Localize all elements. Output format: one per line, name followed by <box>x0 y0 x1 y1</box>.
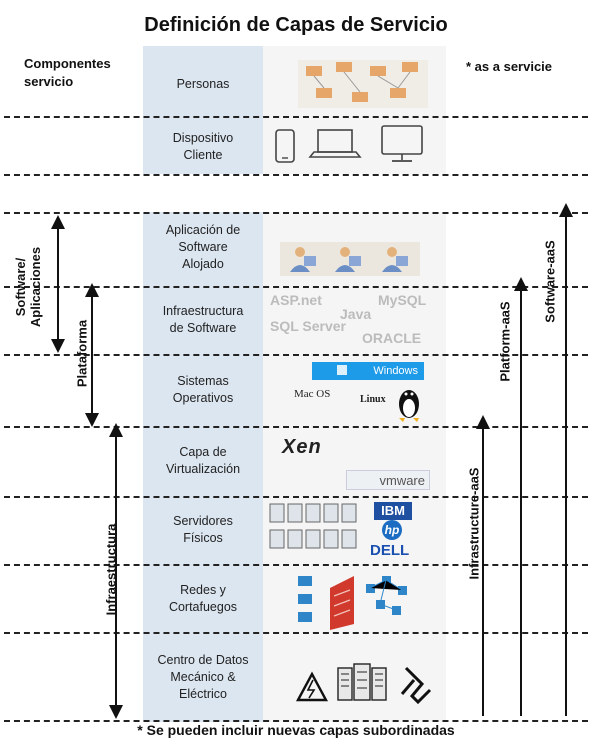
logo-column-main <box>263 212 446 722</box>
layer-label-line: Servidores <box>173 514 233 528</box>
java-logo: Java <box>340 306 372 322</box>
smartphone-icon <box>275 129 295 163</box>
separator <box>4 496 588 498</box>
org-chart-icon <box>298 60 428 108</box>
layer-label-line: Alojado <box>182 257 224 271</box>
mysql-logo: MySQL <box>378 292 427 308</box>
separator <box>4 174 588 176</box>
components-label-line: servicio <box>24 74 74 89</box>
separator <box>4 354 588 356</box>
server-rack-icon <box>269 503 357 549</box>
layer-label-line: Mecánico & <box>170 670 236 684</box>
sqlserver-logo: SQL Server <box>270 318 347 334</box>
components-label: Componentes servicio <box>24 55 111 91</box>
platform-aas-label: Platform-aaS <box>497 301 513 382</box>
windows-logo-text: Windows <box>373 365 418 377</box>
network-firewall-icon <box>298 576 407 630</box>
hp-logo-text: hp <box>384 523 400 537</box>
layer-label-redes: Redes y Cortafuegos <box>143 582 263 616</box>
laptop-icon <box>308 129 362 158</box>
layer-label-line: Capa de <box>179 445 227 459</box>
dell-logo: DELL <box>370 542 410 559</box>
macos-logo: Mac OS <box>294 388 331 400</box>
software-label-line: Software/ <box>13 257 28 317</box>
plataforma-label: Plataforma <box>74 319 90 388</box>
separator <box>4 426 588 428</box>
aspnet-logo: ASP.net <box>270 292 322 308</box>
infraestructura-label: Infraestructura <box>103 523 119 616</box>
xen-logo: Xen <box>282 436 322 458</box>
windows-icon <box>337 365 348 375</box>
infrastructure-aas-label: Infrastructure-aaS <box>466 467 482 580</box>
layer-label-servidores: Servidores Físicos <box>143 513 263 547</box>
layer-label-line: Dispositivo <box>172 131 234 145</box>
layer-label-line: Software <box>178 240 228 254</box>
mechanical-hazard-icon <box>400 666 432 705</box>
components-label-line: Componentes <box>24 56 111 71</box>
layer-label-line: Cliente <box>183 148 223 162</box>
ibm-logo: IBM <box>374 502 412 520</box>
layer-label-line: Personas <box>176 77 230 91</box>
separator <box>4 212 588 214</box>
layer-label-dispositivo: Dispositivo Cliente <box>143 130 263 164</box>
oracle-logo: ORACLE <box>362 330 422 346</box>
layer-label-line: Cortafuegos <box>168 600 238 614</box>
vmware-logo: vmware <box>346 470 430 490</box>
layer-label-line: Redes y <box>180 583 226 597</box>
software-label-line: Aplicaciones <box>28 246 43 328</box>
software-aplicaciones-label: Software/ Aplicaciones <box>13 237 43 337</box>
desktop-monitor-icon <box>381 125 423 162</box>
layer-label-line: Eléctrico <box>179 687 227 701</box>
tux-penguin-icon <box>399 390 419 422</box>
electrical-hazard-icon <box>295 671 329 702</box>
layer-label-line: Físicos <box>183 531 223 545</box>
layer-column-main <box>143 212 263 722</box>
layer-label-virtualizacion: Capa de Virtualización <box>143 444 263 478</box>
windows-logo: Windows <box>312 362 424 380</box>
footer-note: * Se pueden incluir nuevas capas subordi… <box>137 722 455 738</box>
layer-label-centro-datos: Centro de Datos Mecánico & Eléctrico <box>143 652 263 703</box>
layer-label-line: Aplicación de <box>165 223 241 237</box>
layer-label-infra-software: Infraestructura de Software <box>143 303 263 337</box>
datacenter-rack-icon <box>337 663 387 701</box>
layer-label-line: Operativos <box>172 391 234 405</box>
vmware-logo-text: vmware <box>379 473 425 488</box>
separator <box>4 564 588 566</box>
software-aas-label: Software-aaS <box>542 240 558 323</box>
separator <box>4 286 588 288</box>
layer-label-personas: Personas <box>143 76 263 93</box>
diagram-title: Definición de Capas de Servicio <box>144 14 448 36</box>
as-a-service-note: * as a servicie <box>466 59 553 74</box>
layer-label-line: Infraestructura <box>162 304 244 318</box>
hp-logo-circle <box>382 520 402 540</box>
linux-logo: Linux <box>360 394 386 405</box>
layer-label-line: Sistemas <box>177 374 229 388</box>
separator <box>4 720 588 722</box>
layer-label-sistemas: Sistemas Operativos <box>143 373 263 407</box>
layer-label-aplicacion: Aplicación de Software Alojado <box>143 222 263 273</box>
separator <box>4 116 588 118</box>
separator <box>4 632 588 634</box>
layer-label-line: de Software <box>169 321 237 335</box>
layer-label-line: Virtualización <box>165 462 241 476</box>
layer-label-line: Centro de Datos <box>157 653 249 667</box>
layer-column-top <box>143 46 263 174</box>
user-at-computer-icon <box>280 242 420 276</box>
